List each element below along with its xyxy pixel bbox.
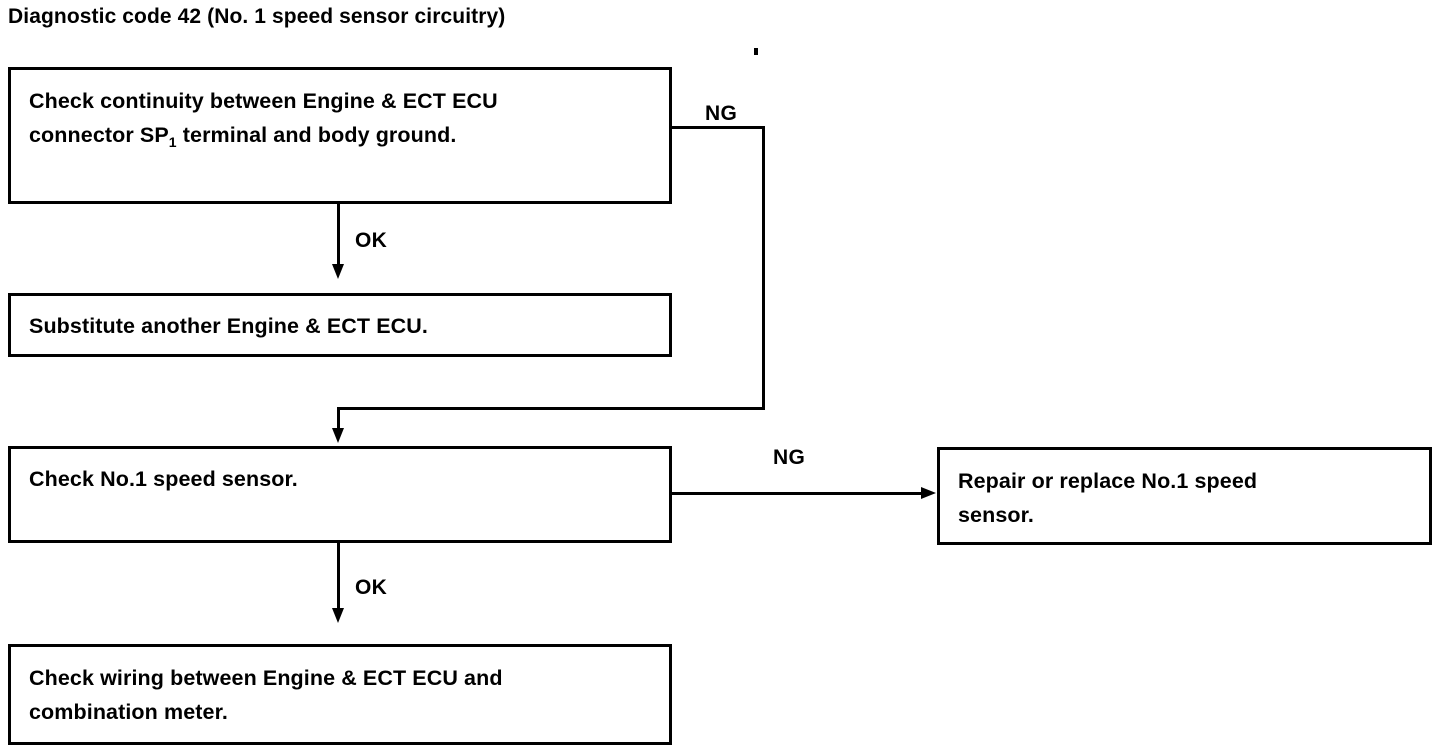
node-repair-speed-sensor-line1: Repair or replace No.1 speed — [958, 469, 1258, 493]
ok-top-edge-line — [337, 204, 340, 274]
edge-label-ok-top: OK — [355, 229, 388, 252]
page-title: Diagnostic code 42 (No. 1 speed sensor c… — [8, 5, 506, 28]
node-repair-speed-sensor-line2: sensor. — [958, 503, 1034, 527]
node-check-wiring-text: Check wiring between Engine & ECT ECU an… — [29, 661, 659, 729]
ok-top-arrowhead — [332, 264, 344, 279]
scan-artifact-speck — [754, 48, 758, 55]
node-repair-speed-sensor-text: Repair or replace No.1 speed sensor. — [958, 464, 1419, 532]
ng-top-arrowhead — [332, 428, 344, 443]
node-substitute-ecu-text: Substitute another Engine & ECT ECU. — [29, 314, 428, 338]
node-check-continuity-line1: Check continuity between Engine & ECT EC… — [29, 89, 498, 113]
node-check-wiring[interactable]: Check wiring between Engine & ECT ECU an… — [8, 644, 672, 745]
node-substitute-ecu[interactable]: Substitute another Engine & ECT ECU. — [8, 293, 672, 357]
edge-label-ok-bottom: OK — [355, 576, 388, 599]
node-repair-speed-sensor[interactable]: Repair or replace No.1 speed sensor. — [937, 447, 1432, 545]
ng-middle-arrowhead — [921, 487, 936, 499]
ng-top-segment-vertical-into-node3 — [337, 407, 340, 437]
ng-top-segment-horizontal-out — [670, 126, 765, 129]
ok-bottom-edge-line — [337, 543, 340, 613]
node-check-wiring-line1: Check wiring between Engine & ECT ECU an… — [29, 666, 503, 690]
node-check-speed-sensor-text: Check No.1 speed sensor. — [29, 467, 298, 491]
edge-label-ng-middle: NG — [773, 446, 806, 469]
node-check-continuity-subscript: 1 — [168, 134, 177, 150]
node-check-continuity-line2-pre: connector SP — [29, 123, 169, 147]
ng-top-segment-vertical-down — [762, 126, 765, 410]
node-check-continuity-text: Check continuity between Engine & ECT EC… — [29, 84, 659, 154]
node-check-wiring-line2: combination meter. — [29, 700, 228, 724]
node-check-speed-sensor[interactable]: Check No.1 speed sensor. — [8, 446, 672, 543]
ng-middle-edge-line — [671, 492, 923, 495]
ng-top-segment-horizontal-back — [337, 407, 765, 410]
node-check-continuity[interactable]: Check continuity between Engine & ECT EC… — [8, 67, 672, 204]
ok-bottom-arrowhead — [332, 608, 344, 623]
edge-label-ng-top: NG — [705, 102, 738, 125]
node-check-continuity-line2-post: terminal and body ground. — [176, 123, 457, 147]
